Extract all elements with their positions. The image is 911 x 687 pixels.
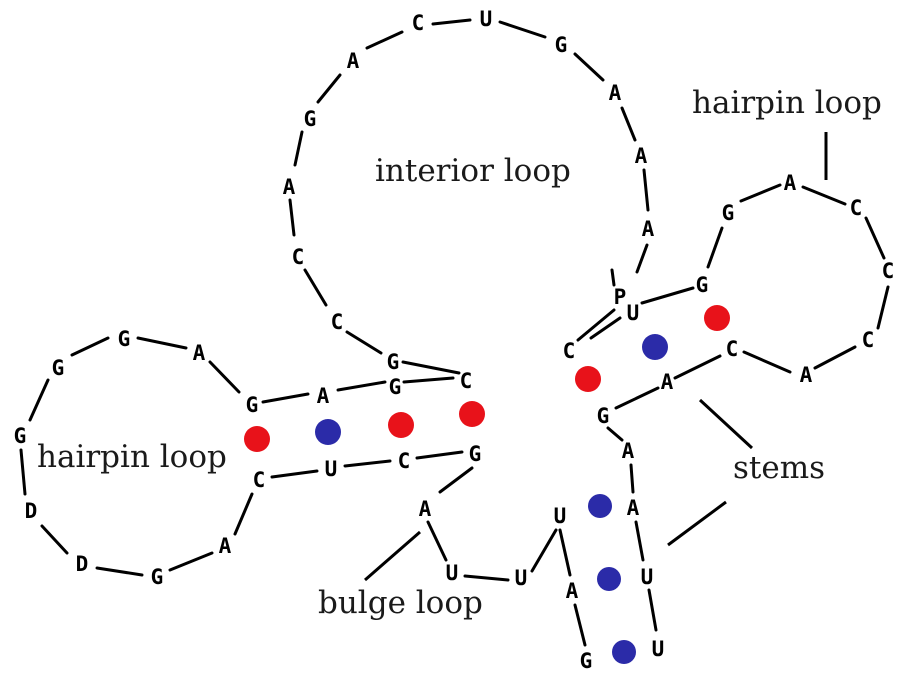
- nucleotide: A: [347, 49, 360, 73]
- nucleotide: C: [331, 310, 344, 334]
- pair-dot-red: [244, 426, 270, 452]
- nucleotide: A: [627, 496, 640, 520]
- nucleotide: U: [325, 457, 338, 481]
- left-hairpin-nucleotides: G G A G G D D G A C U C G: [14, 327, 482, 589]
- pair-dot-blue: [597, 567, 621, 591]
- nucleotide: C: [862, 328, 875, 352]
- interior-loop-backbone: [288, 18, 650, 384]
- bulge-loop-backbone: [426, 466, 558, 582]
- pair-dot-red: [704, 305, 730, 331]
- nucleotide: U: [554, 504, 567, 528]
- pair-dot-red: [575, 366, 601, 392]
- nucleotide: G: [304, 107, 317, 131]
- right-hairpin-backbone: [576, 183, 890, 442]
- right-hairpin-nucleotides: G A G C C A C A G C: [597, 171, 895, 428]
- nucleotide: A: [800, 363, 813, 387]
- nucleotide: G: [722, 201, 735, 225]
- nucleotide: A: [219, 534, 232, 558]
- nucleotide: G: [118, 327, 131, 351]
- nucleotide: G: [389, 375, 402, 399]
- nucleotide: G: [555, 33, 568, 57]
- nucleotide: U: [515, 566, 528, 590]
- nucleotide: A: [661, 370, 674, 394]
- nucleotide: A: [622, 439, 635, 463]
- nucleotide: C: [563, 339, 576, 363]
- nucleotide: G: [469, 442, 482, 466]
- base-pair-dots: [244, 305, 730, 664]
- stems-pointer-lower: [667, 500, 727, 547]
- stems-label: stems: [733, 450, 825, 486]
- nucleotide: U: [446, 561, 459, 585]
- nucleotide: A: [283, 175, 296, 199]
- stems-pointer-upper: [698, 398, 754, 450]
- nucleotide: G: [52, 356, 65, 380]
- nucleotide: C: [398, 449, 411, 473]
- nucleotide: C: [850, 196, 863, 220]
- nucleotide: A: [566, 579, 579, 603]
- nucleotide: C: [460, 369, 473, 393]
- interior-loop-label: interior loop: [375, 153, 571, 189]
- nucleotide: G: [246, 393, 259, 417]
- pair-dot-red: [388, 412, 414, 438]
- pair-dot-blue: [588, 494, 612, 518]
- nucleotide: A: [317, 384, 330, 408]
- nucleotide: A: [635, 144, 648, 168]
- nucleotide: A: [193, 341, 206, 365]
- nucleotide: G: [151, 565, 164, 589]
- nucleotide: A: [609, 81, 622, 105]
- pair-dot-red: [459, 401, 485, 427]
- nucleotide: A: [642, 217, 655, 241]
- nucleotide: U: [641, 565, 654, 589]
- nucleotide: U: [480, 7, 493, 31]
- pair-dot-blue: [315, 419, 341, 445]
- nucleotide: U: [652, 637, 665, 661]
- nucleotide: C: [726, 337, 739, 361]
- bulge-loop-pointer: [364, 530, 421, 582]
- bulge-loop-nucleotides: A U U U: [419, 497, 567, 590]
- nucleotide: G: [696, 273, 709, 297]
- nucleotide: C: [882, 259, 895, 283]
- nucleotide: D: [76, 552, 89, 576]
- nucleotide: G: [387, 350, 400, 374]
- nucleotide: C: [412, 11, 425, 35]
- bottom-stem-nucleotides: A G A U U A: [566, 439, 665, 673]
- hairpin-loop-label-left: hairpin loop: [37, 439, 227, 475]
- nucleotide: G: [14, 424, 27, 448]
- nucleotide: U: [627, 301, 640, 325]
- nucleotide: G: [580, 649, 593, 673]
- bulge-loop-label: bulge loop: [318, 585, 483, 621]
- pair-dot-blue: [612, 640, 636, 664]
- pair-dot-blue: [642, 334, 668, 360]
- hairpin-loop-label-right: hairpin loop: [692, 85, 882, 121]
- nucleotide: G: [597, 404, 610, 428]
- nucleotide: A: [784, 171, 797, 195]
- nucleotide: P: [614, 285, 627, 309]
- left-hairpin-backbone: [19, 336, 464, 577]
- nucleotide: C: [292, 245, 305, 269]
- nucleotide: D: [25, 499, 38, 523]
- interior-loop-nucleotides: A C U G A A A G A C C G G C A P U C: [283, 7, 655, 408]
- nucleotide: A: [419, 497, 432, 521]
- bottom-stem-backbone: [558, 463, 658, 647]
- nucleotide: C: [253, 468, 266, 492]
